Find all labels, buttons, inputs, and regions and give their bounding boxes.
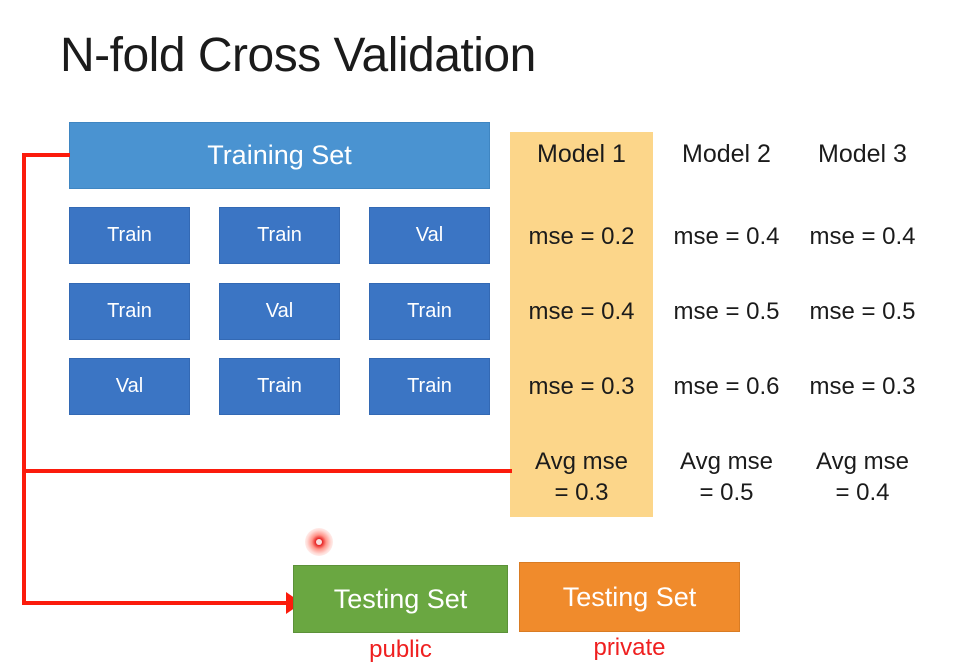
fold-cell-r1c1[interactable]: Train bbox=[69, 207, 190, 264]
fold-cell-label: Train bbox=[257, 224, 302, 246]
fold-cell-r1c3[interactable]: Val bbox=[369, 207, 490, 264]
testing-set-private-label: Testing Set bbox=[562, 581, 697, 612]
model-column-2[interactable]: Model 2 mse = 0.4 mse = 0.5 mse = 0.6 Av… bbox=[655, 132, 798, 517]
model-2-mse-fold-1: mse = 0.4 bbox=[673, 223, 780, 250]
model-1-mse-fold-1: mse = 0.2 bbox=[528, 223, 635, 250]
model-3-mse-fold-3: mse = 0.3 bbox=[809, 373, 916, 400]
fold-cell-r2c1[interactable]: Train bbox=[69, 283, 190, 340]
model-1-mse-fold-2: mse = 0.4 bbox=[528, 298, 635, 325]
fold-cell-label: Val bbox=[415, 224, 444, 246]
testing-set-public-caption: public bbox=[369, 636, 432, 663]
model-1-name: Model 1 bbox=[537, 140, 626, 168]
training-set-box[interactable]: Training Set bbox=[69, 122, 490, 189]
training-set-label: Training Set bbox=[207, 140, 352, 170]
fold-cell-label: Train bbox=[107, 300, 152, 322]
model-column-3[interactable]: Model 3 mse = 0.4 mse = 0.5 mse = 0.3 Av… bbox=[791, 132, 934, 517]
model-1-highlight-panel bbox=[510, 132, 653, 517]
model-3-avg-mse: Avg mse = 0.4 bbox=[816, 448, 909, 506]
fold-cell-r3c3[interactable]: Train bbox=[369, 358, 490, 415]
model-3-mse-fold-1: mse = 0.4 bbox=[809, 223, 916, 250]
fold-cell-label: Val bbox=[115, 375, 144, 397]
fold-cell-r3c2[interactable]: Train bbox=[219, 358, 340, 415]
fold-cell-r2c2[interactable]: Val bbox=[219, 283, 340, 340]
connector-line-vertical bbox=[22, 153, 26, 605]
fold-cell-r2c3[interactable]: Train bbox=[369, 283, 490, 340]
model-3-mse-fold-2: mse = 0.5 bbox=[809, 298, 916, 325]
model-2-mse-fold-3: mse = 0.6 bbox=[673, 373, 780, 400]
connector-line-to-models bbox=[22, 469, 512, 473]
model-2-name: Model 2 bbox=[682, 140, 771, 168]
testing-set-public-label: Testing Set bbox=[333, 583, 468, 614]
model-2-avg-mse: Avg mse = 0.5 bbox=[680, 448, 773, 506]
model-3-name: Model 3 bbox=[818, 140, 907, 168]
fold-cell-label: Train bbox=[257, 375, 302, 397]
fold-cell-label: Val bbox=[265, 300, 294, 322]
cursor-pointer-icon bbox=[305, 528, 333, 556]
connector-line-to-testing bbox=[22, 601, 300, 605]
fold-cell-r1c2[interactable]: Train bbox=[219, 207, 340, 264]
model-2-mse-fold-2: mse = 0.5 bbox=[673, 298, 780, 325]
testing-set-public-box[interactable]: Testing Set bbox=[293, 565, 508, 633]
fold-cell-r3c1[interactable]: Val bbox=[69, 358, 190, 415]
fold-cell-label: Train bbox=[407, 300, 452, 322]
model-column-1[interactable]: Model 1 mse = 0.2 mse = 0.4 mse = 0.3 Av… bbox=[510, 132, 653, 517]
fold-cell-label: Train bbox=[107, 224, 152, 246]
model-1-mse-fold-3: mse = 0.3 bbox=[528, 373, 635, 400]
page-title: N-fold Cross Validation bbox=[60, 29, 536, 82]
testing-set-private-caption: private bbox=[593, 634, 666, 661]
connector-line-top bbox=[22, 153, 70, 157]
testing-set-private-box[interactable]: Testing Set bbox=[519, 562, 740, 632]
fold-cell-label: Train bbox=[407, 375, 452, 397]
model-1-avg-mse: Avg mse = 0.3 bbox=[535, 448, 628, 506]
